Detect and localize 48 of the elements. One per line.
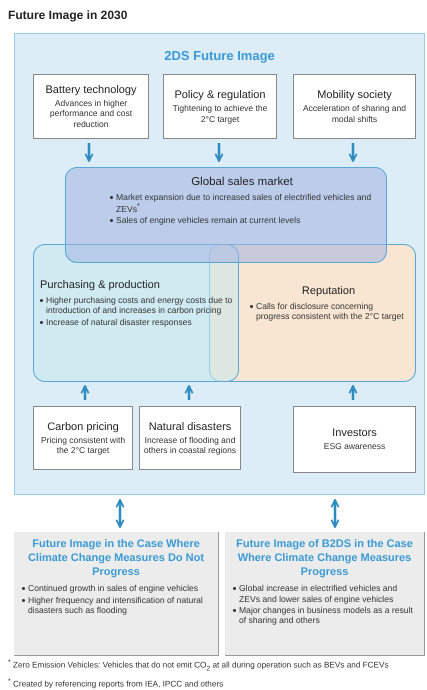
arrow bbox=[116, 499, 124, 528]
scenario-panel bbox=[14, 33, 425, 495]
bullet-text: Market expansion due to increased sales of electrified vehicles and ZEVs$^{*}$ bbox=[116, 192, 372, 214]
arrow bbox=[330, 499, 340, 528]
heading: Future Image of B2DS in the Case Where Climate Change Measures Progress bbox=[235, 538, 414, 580]
heading: Purchasing & production bbox=[40, 279, 160, 291]
bullet-text: Higher frequency and intensification of natural disasters such as flooding bbox=[28, 594, 204, 616]
bullet-text: Increase of natural disaster responses bbox=[46, 316, 192, 327]
heading: Policy & regulation bbox=[174, 89, 266, 102]
heading: Carbon pricing bbox=[47, 420, 119, 433]
arrow bbox=[84, 143, 94, 162]
description: Acceleration of sharing and modal shifts bbox=[302, 103, 407, 124]
heading: Investors bbox=[332, 427, 377, 440]
description: Pricing consistent with the 2°C target bbox=[40, 434, 126, 456]
factor-box bbox=[293, 74, 416, 139]
heading: Natural disasters bbox=[148, 420, 232, 433]
bullet-text: Global increase in electrified vehicles and ZEVs and lower sales of engine vehicles bbox=[239, 583, 398, 604]
factor-box bbox=[33, 406, 133, 470]
description: Increase of flooding and others in coastal regions bbox=[143, 434, 237, 456]
heading: Reputation bbox=[302, 285, 356, 297]
description: Tightening to achieve the 2°C target bbox=[172, 103, 268, 124]
arrow bbox=[348, 143, 358, 162]
factor-box bbox=[293, 406, 416, 473]
description: ESG awareness bbox=[324, 441, 386, 452]
heading: Global sales market bbox=[191, 176, 293, 188]
heading: Future Image in the Case Where Climate Change Measures Do Not Progress bbox=[26, 538, 206, 580]
market-region bbox=[65, 167, 387, 263]
title: Future Image in 2030 bbox=[8, 8, 128, 22]
bullet-text: Continued growth in sales of engine vehicles bbox=[28, 583, 198, 594]
arrow bbox=[214, 143, 224, 162]
factor-box bbox=[139, 406, 241, 470]
bullet-text: Calls for disclosure concerning progress consistent with the 2°C target bbox=[256, 301, 405, 322]
factor-box bbox=[163, 74, 277, 139]
arrow bbox=[348, 385, 358, 400]
bullet-text: Sales of engine vehicles remain at current levels bbox=[116, 215, 300, 226]
bullet-text: Major changes in business models as a result of sharing and others bbox=[239, 604, 414, 626]
heading: Battery technology bbox=[45, 84, 137, 96]
arrow bbox=[80, 385, 90, 400]
bullet-text: Higher purchasing costs and energy costs due to introduction of and increases in carbon pricing bbox=[46, 295, 234, 316]
description: Advances in higher performance and cost reduction bbox=[48, 98, 134, 129]
heading: 2DS Future Image bbox=[164, 48, 275, 63]
factor-box bbox=[33, 74, 149, 139]
arrow bbox=[184, 385, 194, 400]
heading: Mobility society bbox=[317, 89, 392, 102]
footnote: $^{*}$ Created by referencing reports from IEA, IPCC and others bbox=[8, 678, 224, 690]
scenario-box bbox=[14, 532, 219, 656]
footnote: $^{*}$ Zero Emission Vehicles: Vehicles that do not emit CO$_{2}$ at all during operation such as BEVs and FCEVs bbox=[8, 659, 390, 674]
scenario-box bbox=[225, 532, 425, 656]
